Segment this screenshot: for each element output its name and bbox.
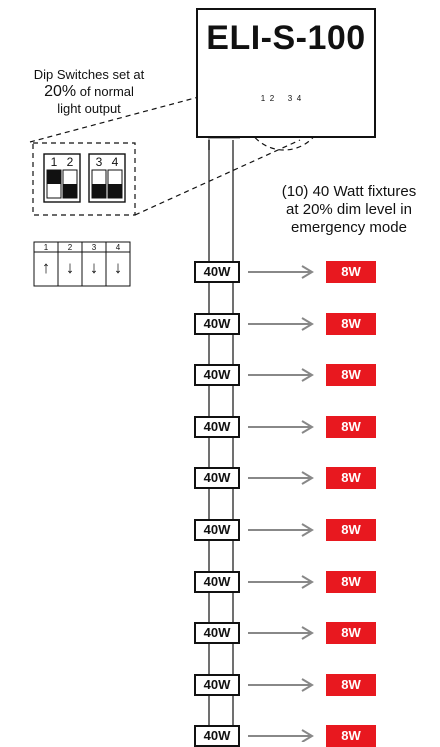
fixture-input-40w: 40W bbox=[194, 313, 240, 335]
legend-label-4: 4 bbox=[115, 243, 121, 252]
legend-label-2: 2 bbox=[67, 243, 73, 252]
device-dip-label-4: 4 bbox=[296, 94, 302, 103]
zoom-dip-label-3: 3 bbox=[95, 155, 103, 169]
arrow-right-icon bbox=[248, 265, 314, 279]
fixture-output-8w: 8W bbox=[326, 261, 376, 283]
fixture-output-8w: 8W bbox=[326, 467, 376, 489]
fixture-input-40w: 40W bbox=[194, 467, 240, 489]
fixture-input-40w: 40W bbox=[194, 364, 240, 386]
fixture-output-8w: 8W bbox=[326, 313, 376, 335]
arrow-right-icon bbox=[248, 523, 314, 537]
note-percent: 20% bbox=[44, 83, 77, 100]
fixture-output-8w: 8W bbox=[326, 674, 376, 696]
legend-label-1: 1 bbox=[43, 243, 49, 252]
fixture-input-40w: 40W bbox=[194, 416, 240, 438]
fixture-output-8w: 8W bbox=[326, 416, 376, 438]
note-line-3: light output bbox=[57, 101, 121, 116]
arrow-right-icon bbox=[248, 368, 314, 382]
zoom-dip-label-2: 2 bbox=[66, 155, 74, 169]
fixture-input-40w: 40W bbox=[194, 261, 240, 283]
device-dip-label-3: 3 bbox=[287, 94, 293, 103]
fixture-output-8w: 8W bbox=[326, 622, 376, 644]
arrow-down-icon: ↓ bbox=[65, 258, 75, 277]
caption-line-2: at 20% dim level in bbox=[286, 201, 412, 218]
arrow-down-icon: ↓ bbox=[113, 258, 123, 277]
arrow-right-icon bbox=[248, 471, 314, 485]
arrow-down-icon: ↓ bbox=[89, 258, 99, 277]
fixture-input-40w: 40W bbox=[194, 725, 240, 747]
legend-label-3: 3 bbox=[91, 243, 97, 252]
emergency-caption: (10) 40 Watt fixtures at 20% dim level i… bbox=[258, 183, 440, 237]
fixture-input-40w: 40W bbox=[194, 674, 240, 696]
zoom-dip-switch-1-2 bbox=[43, 153, 81, 203]
callout-leader-bottom bbox=[134, 139, 301, 216]
device-dip-label-1: 1 bbox=[260, 94, 266, 103]
device-title: ELI-S-100 bbox=[206, 19, 366, 57]
fixture-input-40w: 40W bbox=[194, 571, 240, 593]
fixture-output-8w: 8W bbox=[326, 571, 376, 593]
arrow-right-icon bbox=[248, 626, 314, 640]
callout-leader-top bbox=[29, 81, 256, 143]
arrow-layer bbox=[248, 265, 314, 742]
note-line-2: of normal bbox=[76, 84, 134, 99]
fixture-output-8w: 8W bbox=[326, 364, 376, 386]
device-box bbox=[196, 8, 376, 138]
dip-setting-note: Dip Switches set at 20% of normal light … bbox=[4, 66, 174, 117]
arrow-up-icon: ↑ bbox=[41, 258, 51, 277]
fixture-output-8w: 8W bbox=[326, 725, 376, 747]
note-line-1: Dip Switches set at bbox=[33, 67, 145, 82]
zoom-dip-label-4: 4 bbox=[111, 155, 119, 169]
arrow-right-icon bbox=[248, 420, 314, 434]
zoom-dip-label-1: 1 bbox=[50, 155, 58, 169]
fixture-input-40w: 40W bbox=[194, 519, 240, 541]
fixture-output-8w: 8W bbox=[326, 519, 376, 541]
caption-line-3: emergency mode bbox=[291, 219, 407, 236]
arrow-right-icon bbox=[248, 575, 314, 589]
device-dip-label-2: 2 bbox=[269, 94, 275, 103]
arrow-right-icon bbox=[248, 678, 314, 692]
fixture-input-40w: 40W bbox=[194, 622, 240, 644]
dip-legend-table bbox=[33, 241, 131, 287]
zoom-dip-switch-3-4 bbox=[88, 153, 126, 203]
arrow-right-icon bbox=[248, 729, 314, 742]
caption-line-1: (10) 40 Watt fixtures bbox=[281, 183, 417, 200]
arrow-right-icon bbox=[248, 317, 314, 331]
